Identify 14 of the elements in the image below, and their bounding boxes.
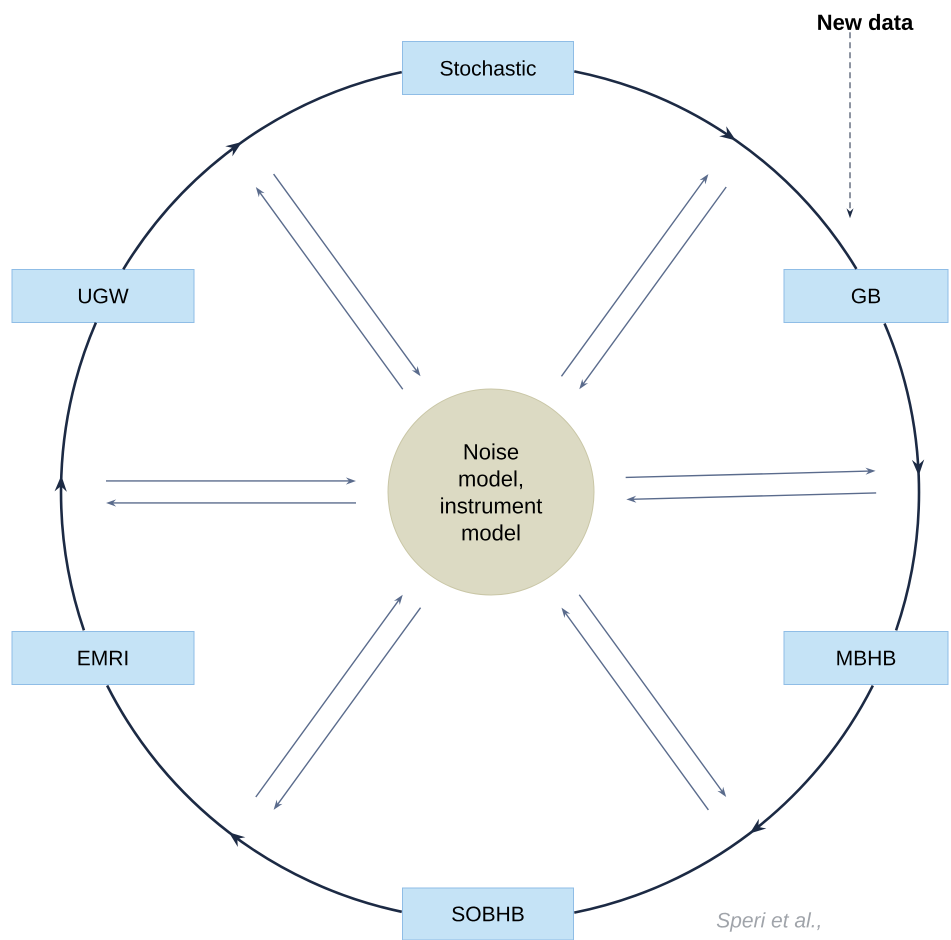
- label-box: EMRI: [12, 630, 194, 685]
- cycle-arrow: [54, 322, 98, 631]
- cycle-arrow: [106, 684, 402, 914]
- label-box: SOBHB: [402, 887, 574, 940]
- label-box: Stochastic: [402, 41, 574, 95]
- cycle-arrow: [883, 322, 924, 631]
- citation-text: Speri et al.,: [716, 912, 820, 932]
- annotation-text: New data: [818, 14, 914, 30]
- label-box: GB: [784, 269, 948, 323]
- cycle-arrow: [574, 684, 874, 914]
- label-box: MBHB: [784, 630, 948, 685]
- label-box: UGW: [12, 269, 194, 323]
- cycle-arrow: [574, 70, 858, 270]
- cycle-arrow: [122, 70, 402, 270]
